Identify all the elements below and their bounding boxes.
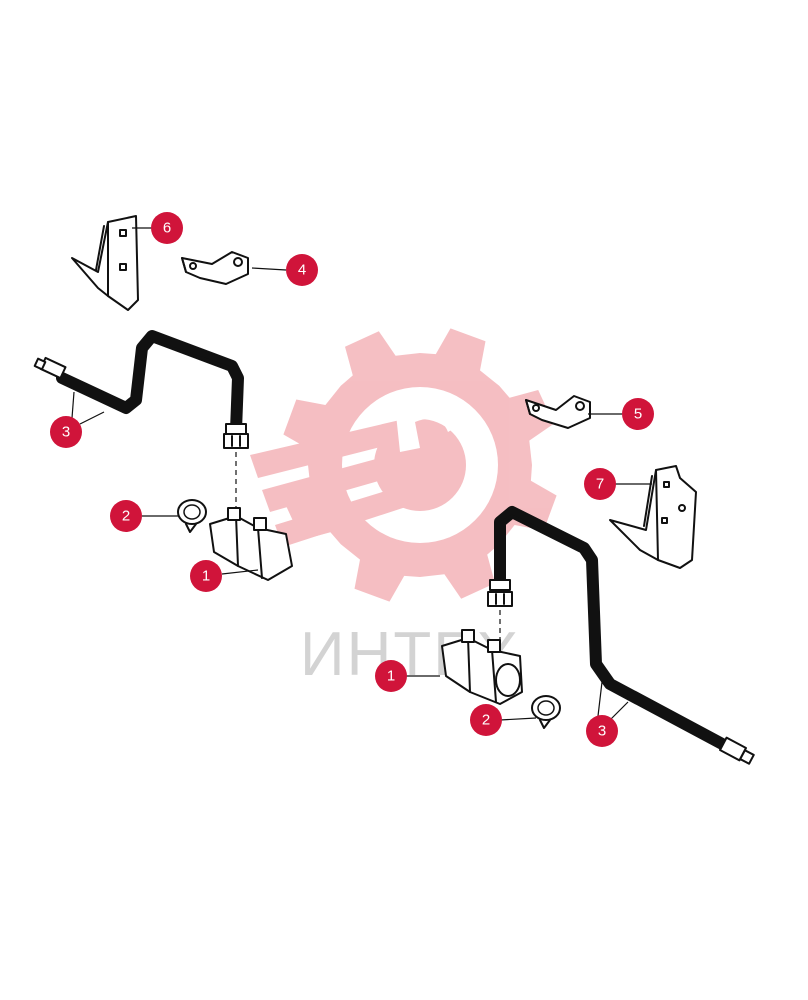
callout-1-right: 1 [375, 660, 407, 692]
callout-label: 1 [202, 568, 210, 585]
clip-left-part-2 [177, 499, 207, 533]
clip-right-part-2 [531, 695, 561, 729]
callout-3-right: 3 [586, 715, 618, 747]
callout-label: 2 [482, 712, 490, 729]
callout-label: 1 [387, 668, 395, 685]
junction-block-left [209, 507, 293, 581]
callout-2-left: 2 [110, 500, 142, 532]
callout-label: 2 [122, 508, 130, 525]
angle-bracket-part-5 [525, 395, 591, 429]
callout-label: 6 [163, 220, 171, 237]
callout-label: 3 [598, 723, 606, 740]
hose-nut-right [487, 579, 513, 607]
callout-label: 4 [298, 262, 306, 279]
callout-6: 6 [151, 212, 183, 244]
junction-block-right [441, 629, 523, 705]
hose-end-fitting-left [33, 356, 67, 380]
callout-label: 5 [634, 406, 642, 423]
hose-end-fitting-right [719, 736, 755, 765]
hose-nut-left [223, 423, 249, 449]
callout-label: 3 [62, 424, 70, 441]
wrench-icon [250, 395, 468, 547]
callout-4: 4 [286, 254, 318, 286]
bracket-part-6 [71, 215, 139, 311]
callout-label: 7 [596, 476, 604, 493]
callout-5: 5 [622, 398, 654, 430]
hose-assembly-left [33, 330, 249, 512]
callout-1-left: 1 [190, 560, 222, 592]
watermark-logo: ИНТЕХ [250, 328, 557, 689]
gear-icon [283, 328, 557, 602]
angle-bracket-part-4 [181, 251, 249, 285]
callout-7: 7 [584, 468, 616, 500]
callout-2-right: 2 [470, 704, 502, 736]
bracket-part-7 [609, 465, 697, 569]
callout-3-left: 3 [50, 416, 82, 448]
hose-assembly-right [487, 506, 755, 765]
